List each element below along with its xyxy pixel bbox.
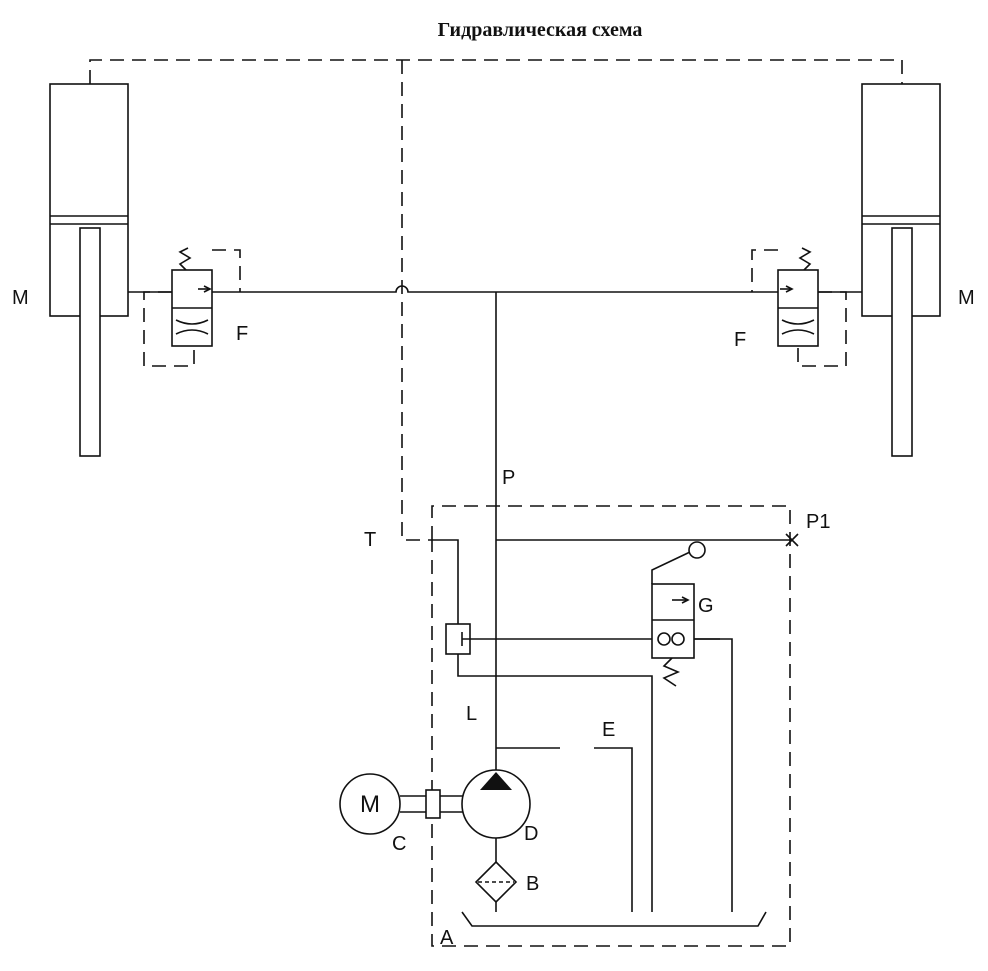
hand-valve <box>651 541 706 687</box>
main-pressure-line <box>128 285 862 293</box>
suction-line-label: L <box>466 703 477 725</box>
valve-right-label: F <box>734 329 746 351</box>
pump-arrow <box>480 772 512 790</box>
valve-left-label: F <box>236 323 248 345</box>
valve-right <box>751 247 847 367</box>
cylinder-right <box>861 83 941 457</box>
hand-valve-label: G <box>698 595 714 617</box>
motor-symbol: M <box>360 791 380 818</box>
cylinder-left-label: M <box>12 287 29 309</box>
cylinder-left <box>49 83 129 457</box>
cylinder-right-label: M <box>958 287 975 309</box>
tank-line-label: T <box>364 529 376 551</box>
coupling-label: C <box>392 833 406 855</box>
pump-label: D <box>524 823 538 845</box>
power-unit-boundary <box>431 505 791 947</box>
pressure-line-label: P <box>502 467 515 489</box>
reservoir <box>461 911 767 927</box>
drain-line-top <box>89 59 903 541</box>
tank-return-line <box>432 539 653 912</box>
shaft-coupling <box>425 789 441 819</box>
return-line-label: E <box>602 719 615 741</box>
return-line-e <box>496 747 633 912</box>
p1-port-cross <box>785 533 799 547</box>
electric-motor <box>339 773 401 835</box>
reservoir-label: A <box>440 927 454 949</box>
filter-label: B <box>526 873 539 895</box>
hand-valve-drain <box>694 638 733 912</box>
pressure-port-label: P1 <box>806 511 830 533</box>
valve-left <box>143 247 241 367</box>
diagram-title: Гидравлическая схема <box>438 19 643 41</box>
